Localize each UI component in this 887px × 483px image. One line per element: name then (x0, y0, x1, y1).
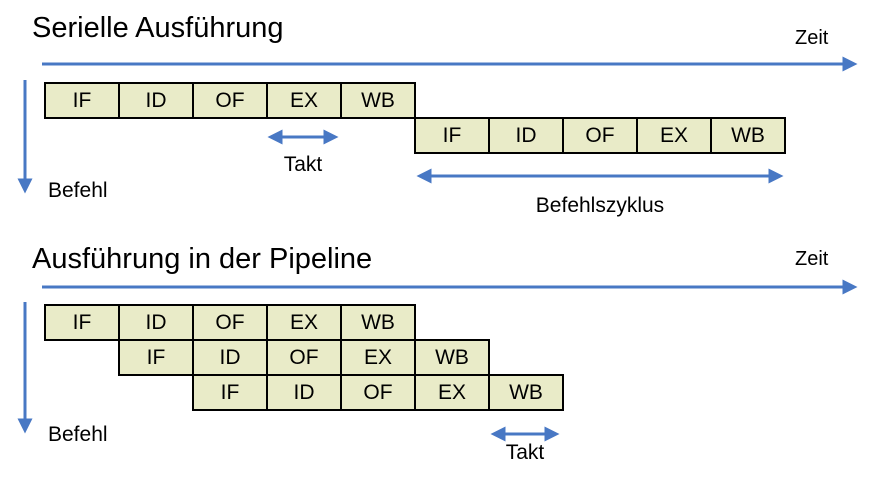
stage-cell-wb: WB (340, 304, 416, 341)
stage-cell-if: IF (118, 339, 194, 376)
stage-cell-if: IF (44, 82, 120, 119)
stage-cell-id: ID (488, 117, 564, 154)
serial-clock-label: Takt (283, 153, 323, 176)
stage-cell-of: OF (192, 82, 268, 119)
instruction-cycle-label: Befehlszyklus (535, 194, 665, 217)
stage-cell-id: ID (266, 374, 342, 411)
stage-cell-if: IF (192, 374, 268, 411)
pipeline-section-title: Ausführung in der Pipeline (32, 243, 373, 275)
pipeline-instruction-label: Befehl (48, 423, 108, 446)
stage-cell-of: OF (266, 339, 342, 376)
serial-time-label: Zeit (795, 27, 829, 49)
stage-cell-ex: EX (340, 339, 416, 376)
pipeline-time-label: Zeit (795, 248, 829, 270)
stage-cell-of: OF (340, 374, 416, 411)
stage-cell-ex: EX (266, 304, 342, 341)
stage-cell-wb: WB (340, 82, 416, 119)
stage-cell-wb: WB (710, 117, 786, 154)
stage-cell-ex: EX (414, 374, 490, 411)
stage-cell-if: IF (44, 304, 120, 341)
serial-section-title: Serielle Ausführung (32, 12, 284, 44)
stage-cell-wb: WB (414, 339, 490, 376)
stage-cell-ex: EX (266, 82, 342, 119)
stage-cell-of: OF (562, 117, 638, 154)
stage-cell-wb: WB (488, 374, 564, 411)
stage-cell-ex: EX (636, 117, 712, 154)
stage-cell-id: ID (118, 304, 194, 341)
stage-cell-id: ID (192, 339, 268, 376)
stage-cell-of: OF (192, 304, 268, 341)
pipeline-clock-label: Takt (505, 441, 545, 464)
stage-cell-if: IF (414, 117, 490, 154)
serial-instruction-label: Befehl (48, 179, 108, 202)
stage-cell-id: ID (118, 82, 194, 119)
